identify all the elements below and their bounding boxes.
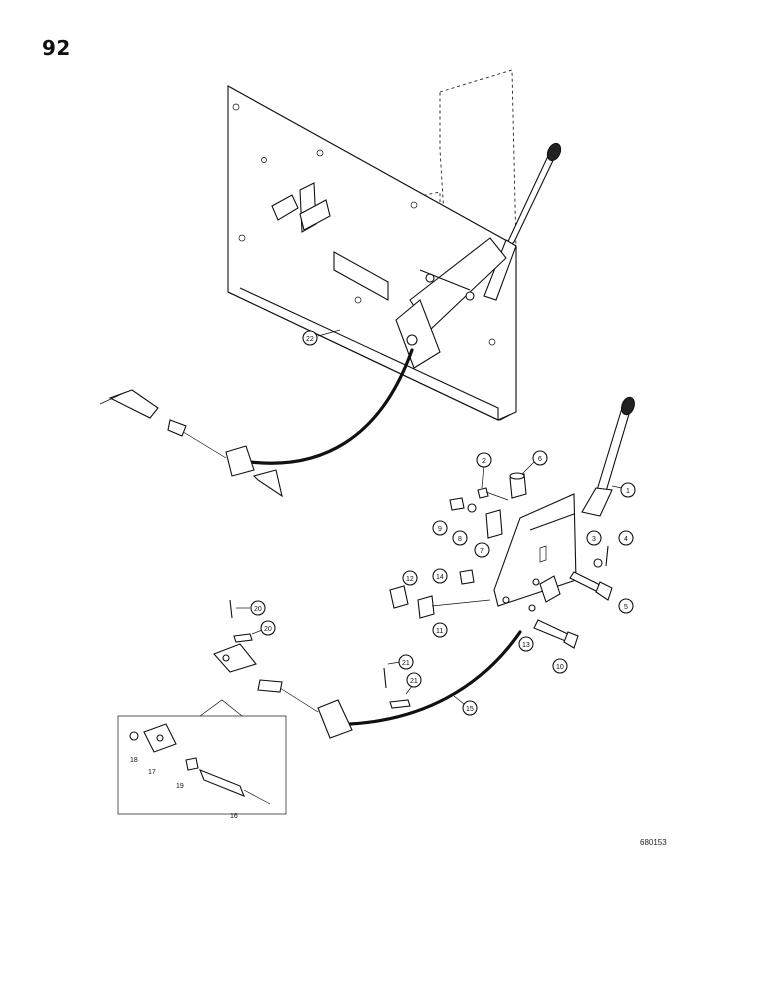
svg-text:7: 7 <box>480 548 484 555</box>
control-lever-1 <box>493 396 635 607</box>
callout-4: 4 <box>618 530 634 546</box>
callout-16: 16 <box>230 813 238 820</box>
svg-text:20: 20 <box>264 626 272 633</box>
svg-text:14: 14 <box>436 574 444 581</box>
svg-text:20: 20 <box>254 606 262 613</box>
svg-text:12: 12 <box>406 576 414 583</box>
svg-text:5: 5 <box>624 604 628 611</box>
svg-text:22: 22 <box>306 336 314 343</box>
callout-21-lower: 21 <box>387 654 414 670</box>
callouts: 22 1 2 6 9 8 7 3 4 5 14 12 11 13 10 15 2… <box>130 329 636 820</box>
upper-cable-end <box>99 389 283 498</box>
svg-text:21: 21 <box>410 678 418 685</box>
lower-cable-end <box>213 599 411 739</box>
callout-3: 3 <box>586 530 602 546</box>
svg-text:16: 16 <box>230 813 238 820</box>
upper-cable <box>248 348 414 465</box>
page-number: 92 <box>42 36 71 60</box>
callout-19: 19 <box>176 783 184 790</box>
svg-text:17: 17 <box>148 769 156 776</box>
callout-20-upper: 20 <box>251 620 276 636</box>
callout-7: 7 <box>474 542 490 558</box>
svg-text:9: 9 <box>438 526 442 533</box>
lower-cable <box>348 630 522 726</box>
svg-text:11: 11 <box>436 628 443 635</box>
svg-text:19: 19 <box>176 783 184 790</box>
detail-inset <box>117 699 287 815</box>
svg-text:8: 8 <box>458 536 462 543</box>
callout-21-upper: 20 <box>236 600 266 616</box>
callout-14: 14 <box>432 568 448 584</box>
callout-18: 18 <box>130 757 138 764</box>
svg-text:15: 15 <box>466 706 474 713</box>
callout-13: 13 <box>518 636 534 652</box>
svg-text:18: 18 <box>130 757 138 764</box>
svg-text:13: 13 <box>522 642 530 649</box>
callout-11: 11 <box>432 622 448 638</box>
callout-10: 10 <box>552 658 568 674</box>
svg-text:4: 4 <box>624 536 628 543</box>
callout-15: 15 <box>453 695 478 716</box>
callout-5: 5 <box>618 598 634 614</box>
callout-20-lower: 21 <box>405 672 422 695</box>
callout-12: 12 <box>402 570 418 586</box>
callout-6: 6 <box>521 450 548 475</box>
small-parts <box>389 472 613 649</box>
svg-text:1: 1 <box>626 488 630 495</box>
svg-text:6: 6 <box>538 456 542 463</box>
callout-1: 1 <box>611 482 636 498</box>
callout-17: 17 <box>148 769 156 776</box>
callout-22: 22 <box>302 329 341 346</box>
mounting-plate <box>227 69 517 421</box>
upper-lever-assembly <box>395 142 562 369</box>
callout-8: 8 <box>452 530 468 546</box>
svg-text:2: 2 <box>482 458 486 465</box>
svg-text:10: 10 <box>556 664 564 671</box>
callout-2: 2 <box>476 452 492 489</box>
callout-9: 9 <box>432 520 448 536</box>
svg-text:21: 21 <box>402 660 410 667</box>
drawing-code: 680153 <box>640 838 667 847</box>
svg-text:3: 3 <box>592 536 596 543</box>
